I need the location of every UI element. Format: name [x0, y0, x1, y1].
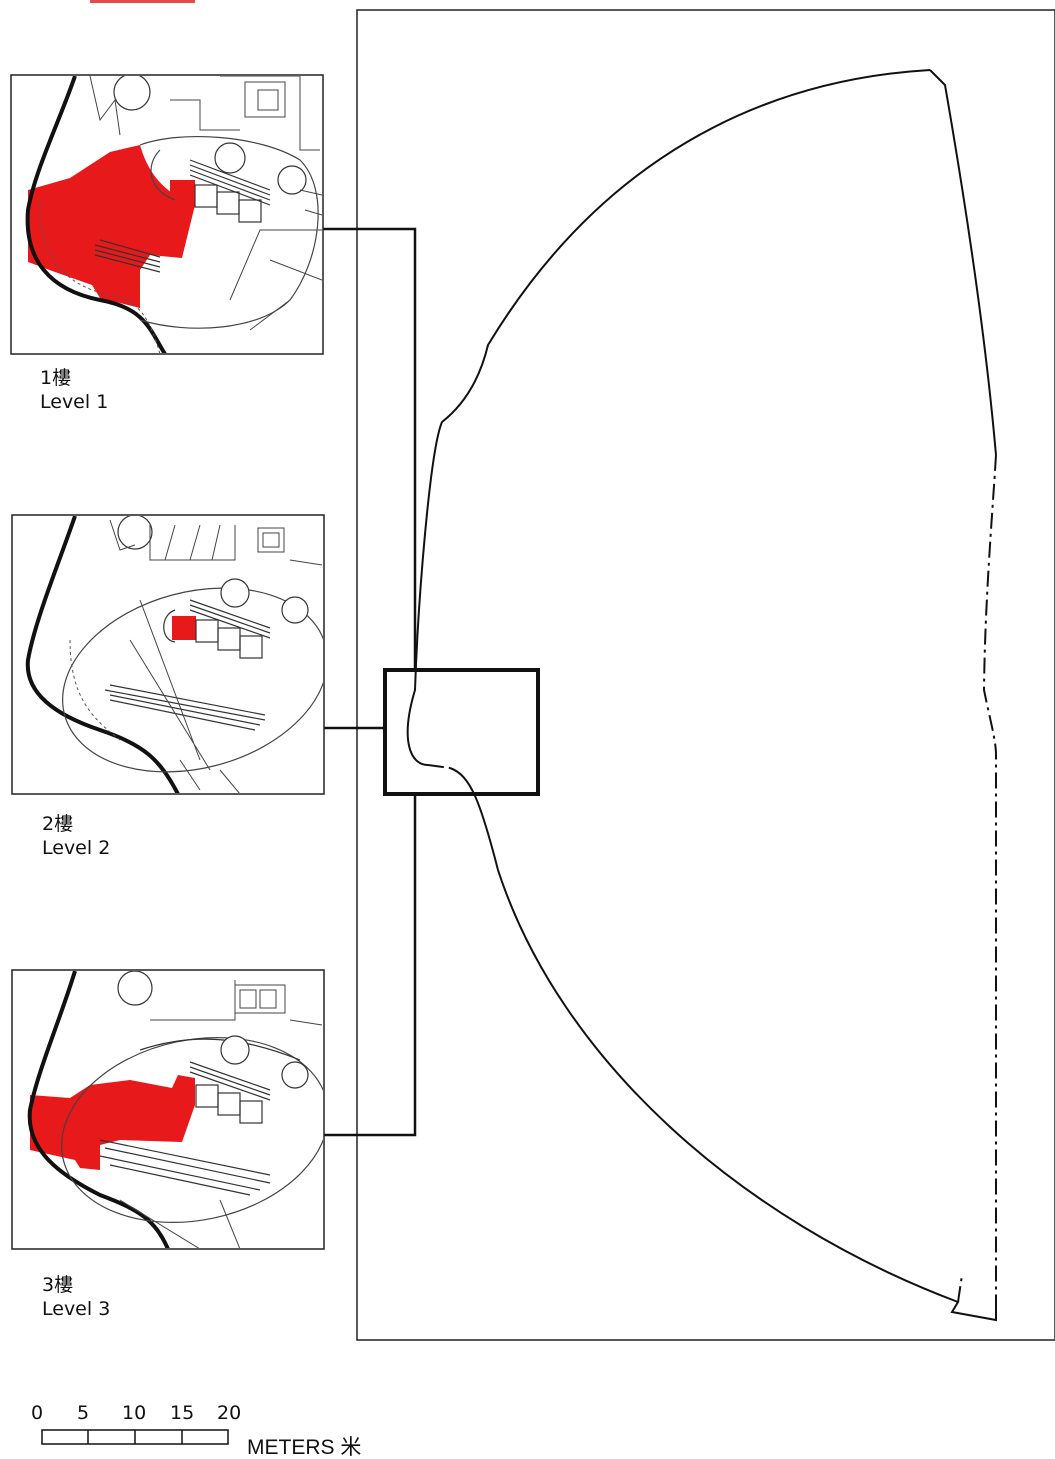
level-1-highlight — [28, 145, 195, 308]
level-2-plan — [11, 514, 325, 795]
level-3-label-en: Level 3 — [42, 1298, 111, 1320]
corner-mark — [90, 0, 195, 3]
level-1-label-en: Level 1 — [40, 391, 109, 413]
level-2-label: 2樓 Level 2 — [42, 812, 110, 860]
scale-tick-10: 10 — [122, 1402, 147, 1424]
level-2-highlight — [172, 616, 196, 640]
level-1-label: 1樓 Level 1 — [40, 366, 108, 414]
level-1-plan — [10, 74, 324, 355]
scale-tick-0: 0 — [31, 1402, 44, 1424]
scale-bar — [41, 1429, 229, 1445]
level-3-label-zh: 3樓 — [42, 1274, 74, 1296]
key-plan-frame — [356, 9, 1055, 1341]
level-2-label-zh: 2樓 — [42, 813, 74, 835]
scale-unit-label: METERS 米 — [247, 1436, 362, 1459]
level-3-plan — [11, 969, 325, 1250]
key-plan — [323, 9, 1055, 1341]
scale-tick-5: 5 — [77, 1402, 90, 1424]
level-1-label-zh: 1樓 — [40, 367, 72, 389]
site-outline — [406, 69, 997, 1322]
scale-tick-15: 15 — [170, 1402, 195, 1424]
level-3-label: 3樓 Level 3 — [42, 1273, 110, 1321]
level-2-label-en: Level 2 — [42, 837, 111, 859]
focus-box — [383, 668, 540, 796]
scale-tick-20: 20 — [217, 1402, 242, 1424]
site-boundary-dashed — [427, 454, 997, 1303]
leader-lines — [323, 227, 417, 1137]
level-3-highlight — [30, 1075, 195, 1170]
